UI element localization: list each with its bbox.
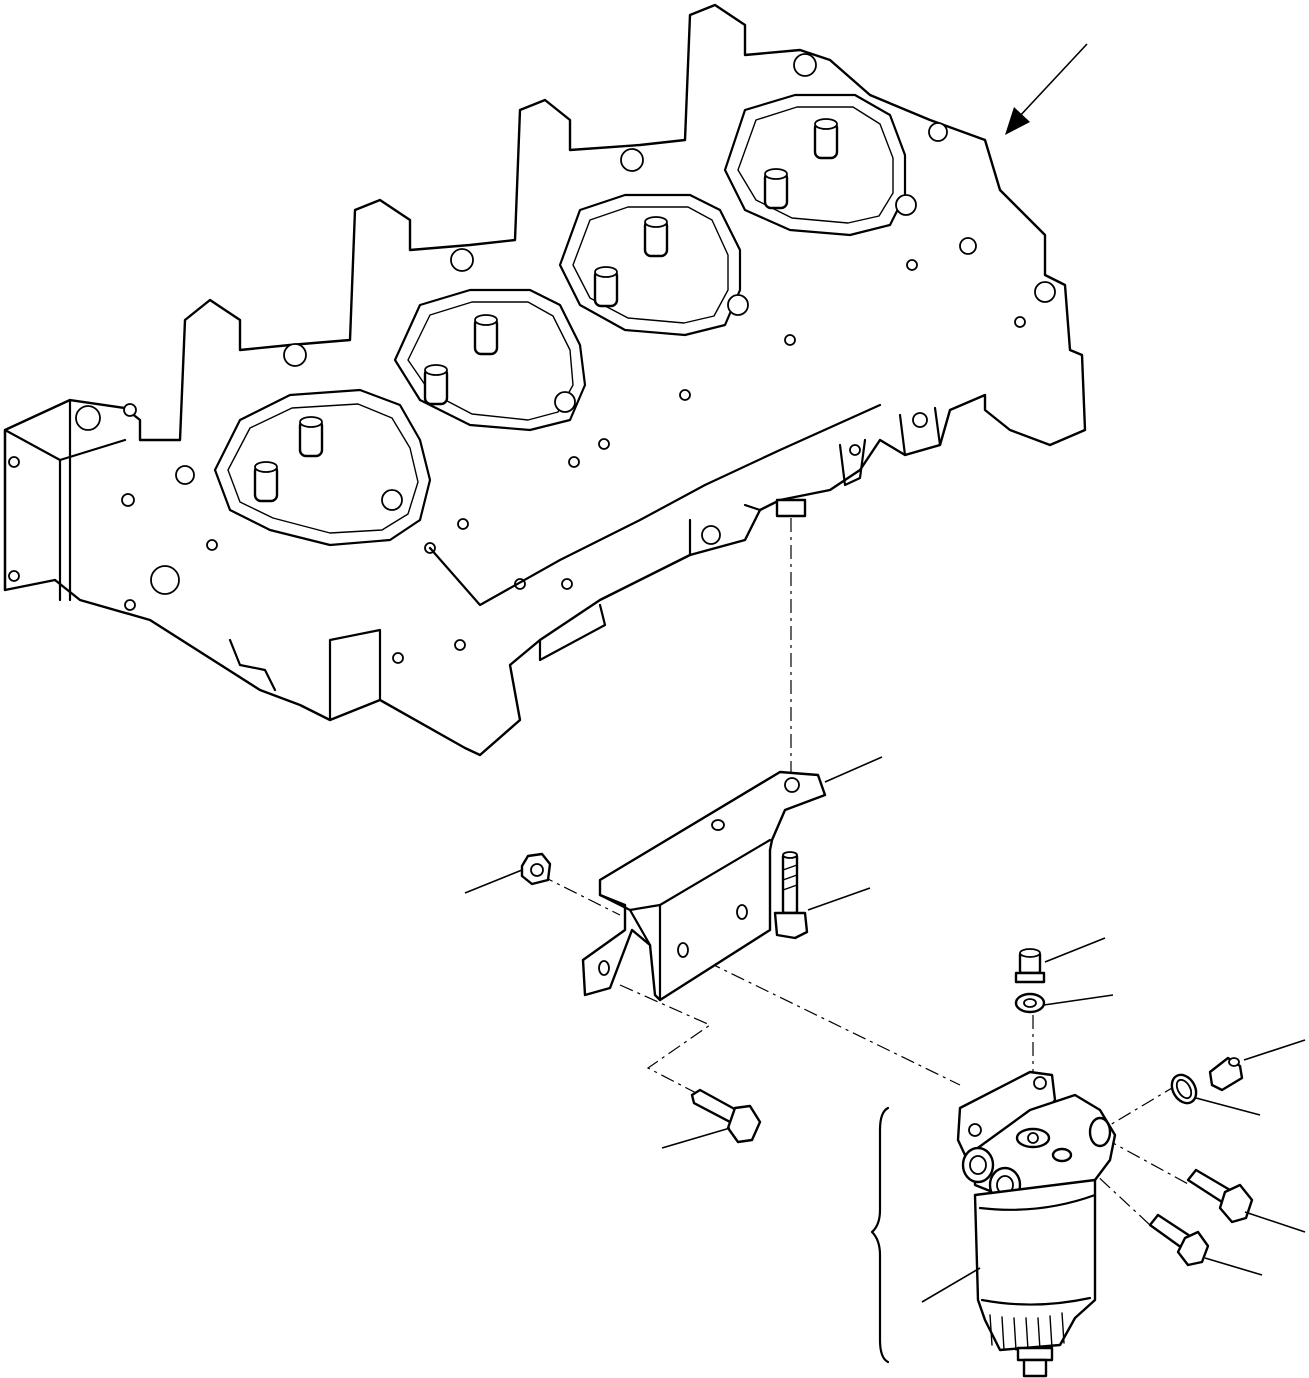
banjo-bolt-lower: [1148, 1213, 1210, 1267]
filter-bracket: [581, 770, 827, 1002]
bracket-bolt: [773, 851, 809, 940]
cylinder-head: [3, 3, 1087, 757]
assembly-brace: [870, 1106, 890, 1364]
fuel-filter-assembly: [956, 1070, 1117, 1378]
nut: [520, 852, 552, 886]
washer: [1014, 992, 1046, 1014]
mounting-bolt: [690, 1088, 762, 1144]
o-ring: [1170, 1073, 1198, 1105]
fitting: [1208, 1056, 1244, 1092]
banjo-bolt-upper: [1186, 1168, 1254, 1224]
callout-leaders: [464, 756, 1306, 1303]
view-direction-arrow: [1005, 43, 1088, 135]
bleed-screw: [1014, 948, 1046, 984]
